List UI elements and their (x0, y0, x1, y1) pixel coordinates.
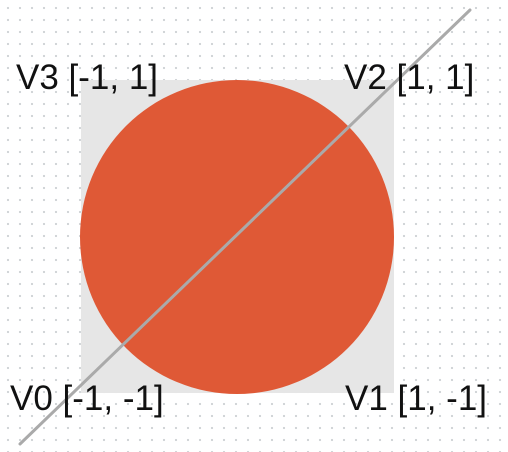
vertex-label-v0: V0 [-1, -1] (10, 379, 164, 418)
diagonal-line (18, 8, 472, 446)
vertex-label-v3: V3 [-1, 1] (16, 58, 159, 97)
vertex-label-v2: V2 [1, 1] (344, 58, 475, 97)
vertex-label-v1: V1 [1, -1] (345, 379, 488, 418)
